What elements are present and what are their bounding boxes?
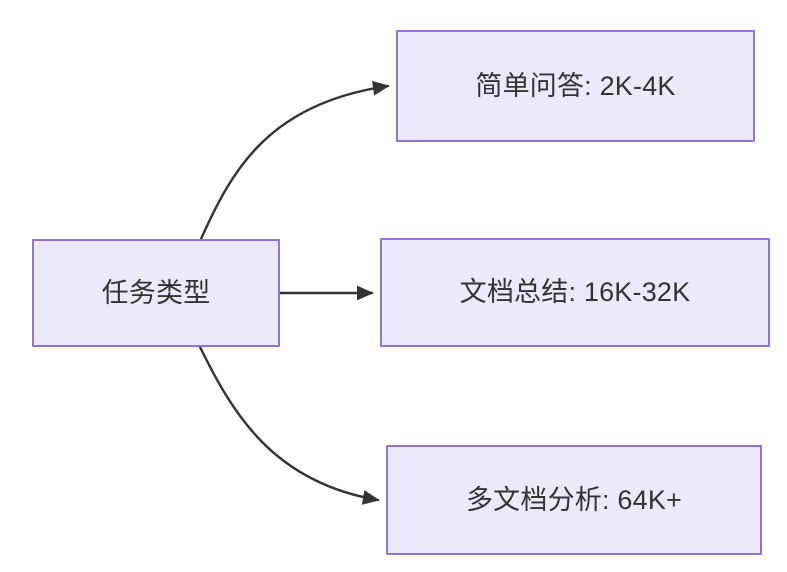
- node-doc-summary[interactable]: 文档总结: 16K-32K: [380, 238, 770, 347]
- node-multi-doc[interactable]: 多文档分析: 64K+: [386, 445, 762, 555]
- node-multi-doc-label: 多文档分析: 64K+: [465, 484, 682, 515]
- node-simple-qa-label: 简单问答: 2K-4K: [475, 70, 676, 101]
- node-simple-qa[interactable]: 简单问答: 2K-4K: [396, 30, 755, 142]
- node-task-type-label: 任务类型: [101, 277, 211, 308]
- node-task-type[interactable]: 任务类型: [32, 239, 280, 347]
- node-doc-summary-label: 文档总结: 16K-32K: [459, 277, 691, 308]
- edge-source-to-simple-qa: [199, 80, 390, 241]
- edge-source-to-multi-doc: [198, 345, 380, 505]
